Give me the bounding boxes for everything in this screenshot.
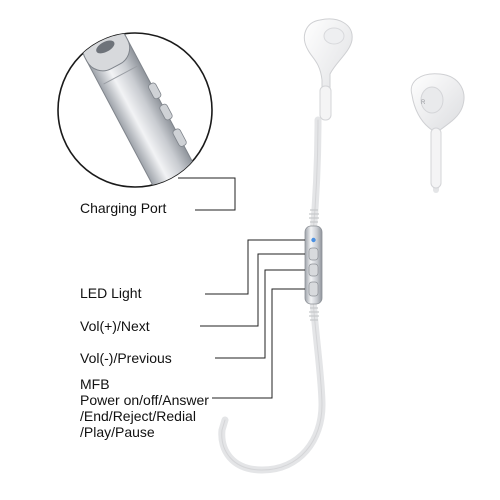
mfb-label-line: /Play/Pause <box>80 424 155 440</box>
mfb-label-block: MFB Power on/off/Answer /End/Reject/Redi… <box>80 376 209 440</box>
charging-port-label: Charging Port <box>80 200 167 216</box>
leader-charging-port <box>178 177 236 211</box>
left-earbud <box>304 18 353 121</box>
vol-up-button <box>308 247 319 261</box>
mfb-label-line: Power on/off/Answer <box>80 392 209 408</box>
led-light-label: LED Light <box>80 285 142 301</box>
vol-down-button <box>308 263 319 277</box>
mfb-label-line: /End/Reject/Redial <box>80 408 196 424</box>
vol-down-label: Vol(-)/Previous <box>80 350 172 366</box>
zoom-inset <box>57 32 213 188</box>
leader-lines <box>178 177 305 399</box>
leader-mfb <box>212 288 305 399</box>
charging-port-icon <box>96 40 115 54</box>
leader-led-light <box>205 239 305 295</box>
right-earbud-mark: R <box>421 100 426 106</box>
inline-remote <box>304 209 323 321</box>
mfb-label-line: MFB <box>80 376 110 392</box>
right-earbud: R <box>410 73 465 189</box>
vol-up-label: Vol(+)/Next <box>80 318 150 334</box>
leader-vol-up <box>200 253 305 327</box>
led-light-dot <box>311 237 316 243</box>
leader-vol-down <box>215 269 305 359</box>
mfb-button <box>308 281 319 297</box>
